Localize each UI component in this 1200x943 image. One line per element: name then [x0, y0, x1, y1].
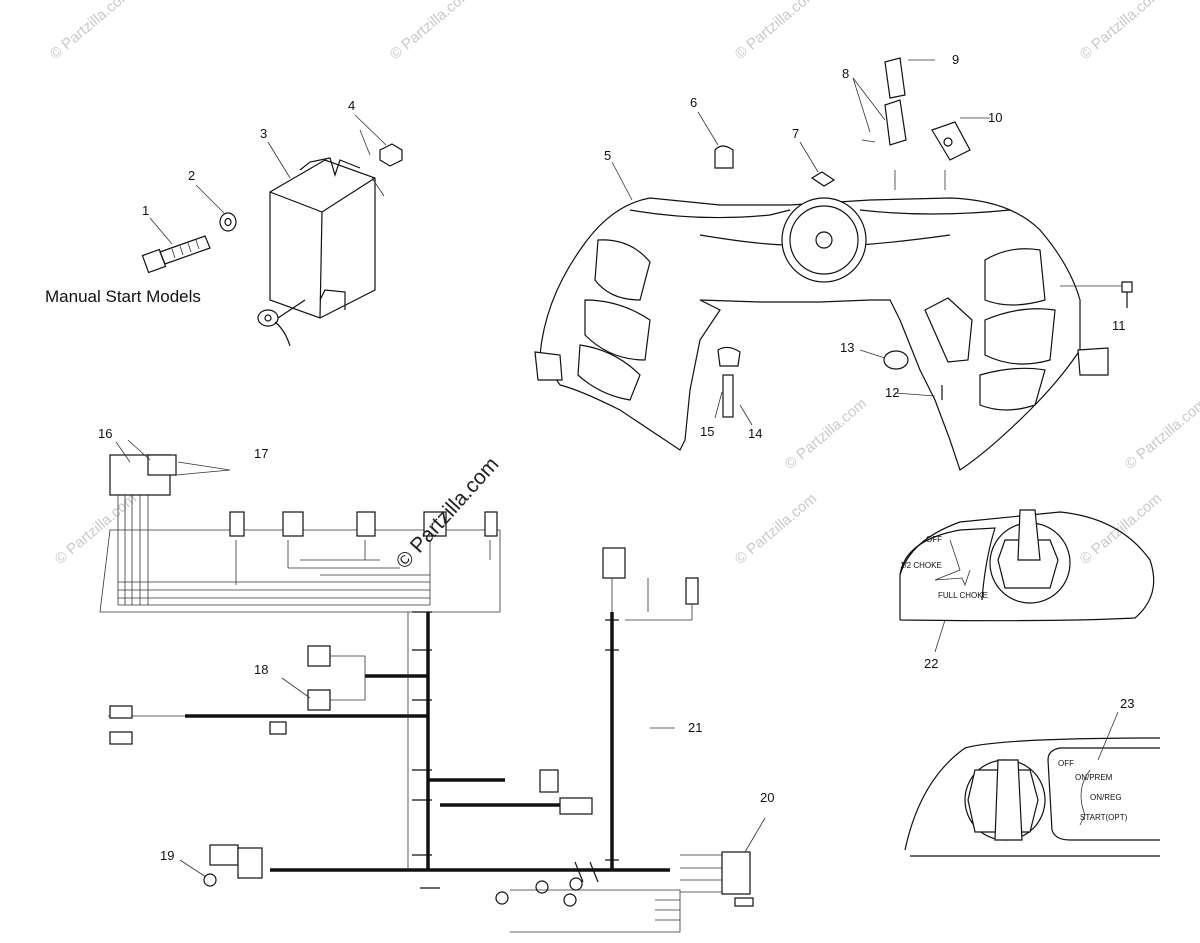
callout-7: 7 — [792, 126, 799, 141]
callout-1: 1 — [142, 203, 149, 218]
callout-13: 13 — [840, 340, 854, 355]
switch-label-start: START(OPT) — [1080, 813, 1128, 822]
switch-label-on-reg: ON/REG — [1090, 793, 1122, 802]
callout-20: 20 — [760, 790, 774, 805]
key-switch-detail: OFF ON/PREM ON/REG START(OPT) — [904, 711, 1161, 857]
watermark-small: © Partzilla.com — [1077, 490, 1165, 568]
callout-4: 4 — [348, 98, 355, 113]
callout-23: 23 — [1120, 696, 1134, 711]
section-label: Manual Start Models — [45, 287, 201, 306]
lever-part — [884, 99, 907, 146]
choke-label-off: OFF — [926, 535, 942, 544]
callout-17: 17 — [254, 446, 268, 461]
callout-19: 19 — [160, 848, 174, 863]
watermark-small: © Partzilla.com — [47, 0, 135, 63]
callout-16: 16 — [98, 426, 112, 441]
callout-2: 2 — [188, 168, 195, 183]
callout-12: 12 — [885, 385, 899, 400]
nut-part — [717, 346, 741, 367]
watermark-small: © Partzilla.com — [52, 490, 140, 568]
cdi-module-assembly: Manual Start Models — [45, 114, 403, 347]
callout-numbers: 1 2 3 4 5 6 7 8 9 10 11 12 13 14 15 16 1… — [98, 52, 1134, 863]
callout-18: 18 — [254, 662, 268, 677]
watermark-small: © Partzilla.com — [732, 0, 820, 63]
wiring-harness — [99, 439, 766, 933]
nut-part — [379, 143, 403, 167]
rod-part — [722, 374, 734, 418]
ring-terminal — [257, 299, 306, 347]
callout-14: 14 — [748, 426, 762, 441]
watermark-small: © Partzilla.com — [1122, 395, 1200, 473]
clip-part — [810, 171, 836, 187]
choke-plate-detail: OFF 1/2 CHOKE FULL CHOKE — [899, 509, 1155, 653]
choke-label-half: 1/2 CHOKE — [900, 561, 942, 570]
grommet-part — [883, 350, 909, 370]
watermark-small: © Partzilla.com — [732, 490, 820, 568]
module-box — [269, 157, 376, 319]
watermark-small: © Partzilla.com — [782, 395, 870, 473]
callout-11: 11 — [1112, 318, 1126, 333]
bracket-part — [931, 121, 971, 161]
callout-10: 10 — [988, 110, 1002, 125]
callout-9: 9 — [952, 52, 959, 67]
callout-22: 22 — [924, 656, 938, 671]
callout-5: 5 — [604, 148, 611, 163]
choke-label-full: FULL CHOKE — [938, 591, 988, 600]
callout-6: 6 — [690, 95, 697, 110]
dash-console-assembly — [534, 57, 1133, 471]
knob-part — [884, 57, 906, 99]
plug-part — [714, 145, 734, 169]
callout-15: 15 — [700, 424, 714, 439]
switch-label-off: OFF — [1058, 759, 1074, 768]
washer-part — [219, 212, 237, 232]
callout-8: 8 — [842, 66, 849, 81]
screw-part — [1121, 281, 1133, 293]
callout-21: 21 — [688, 720, 702, 735]
watermark-small: © Partzilla.com — [387, 0, 475, 63]
callout-3: 3 — [260, 126, 267, 141]
watermark-small: © Partzilla.com — [1077, 0, 1165, 63]
switch-label-on-prem: ON/PREM — [1075, 773, 1113, 782]
bolt-part — [141, 235, 211, 274]
